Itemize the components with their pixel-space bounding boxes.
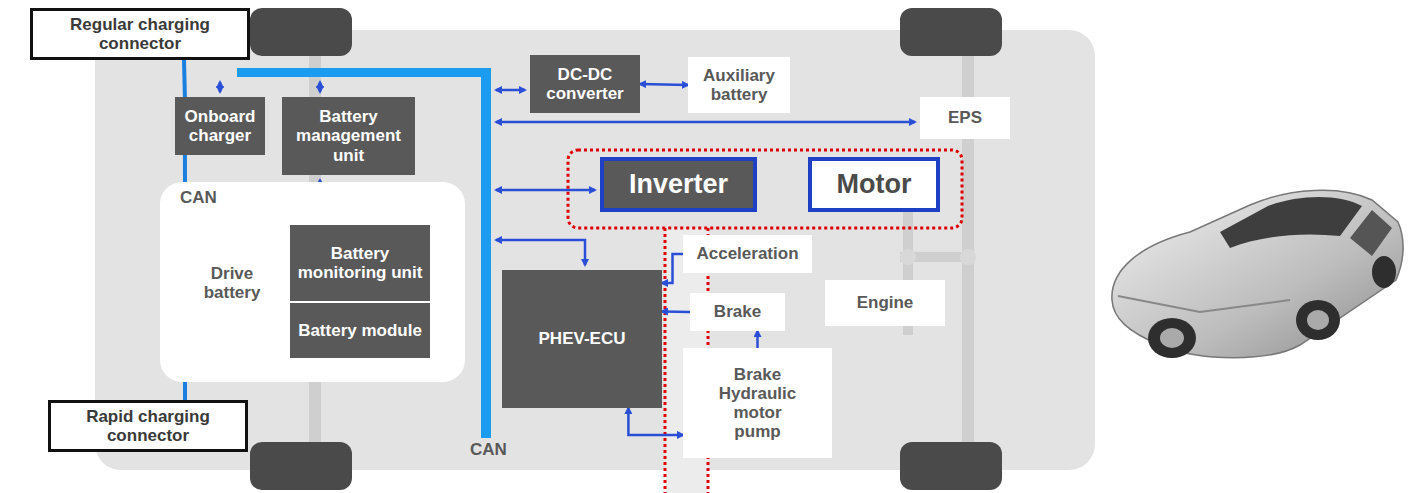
highlight-box	[568, 150, 962, 228]
node-label: DC-DC converter	[534, 65, 636, 103]
node-label: Regular charging connector	[37, 15, 243, 53]
highlight-box	[664, 228, 667, 493]
wheel	[900, 442, 1002, 490]
component-box: EPS	[920, 97, 1010, 139]
node-label: PHEV-ECU	[539, 329, 626, 348]
connector	[662, 254, 683, 283]
connector	[640, 84, 688, 85]
node-label: Auxiliary battery	[692, 66, 786, 104]
node-label: Drive battery	[182, 264, 282, 302]
wheel	[250, 8, 352, 56]
connector	[756, 331, 759, 348]
car-picture	[1112, 190, 1403, 358]
inverter-box: Inverter	[600, 157, 757, 212]
wheel	[900, 8, 1002, 56]
connector-box: Rapid charging connector	[48, 400, 248, 452]
node-label: Battery monitoring unit	[294, 244, 426, 282]
bus-label: CAN	[180, 188, 217, 208]
node-label: Motor	[837, 169, 912, 199]
connector	[628, 408, 683, 435]
node-label: Brake	[714, 302, 761, 321]
node-label: Brake Hydraulic motor pump	[711, 365, 804, 441]
component-box: Battery monitoring unit	[290, 225, 430, 301]
component-box: Auxiliary battery	[688, 57, 790, 113]
node-label: Engine	[857, 293, 914, 312]
node-label: EPS	[948, 108, 982, 127]
can-bus	[237, 68, 491, 77]
connector	[182, 60, 187, 97]
signal-box: Brake Hydraulic motor pump	[683, 348, 832, 458]
connector-box: Regular charging connector	[30, 8, 250, 60]
signal-box: Brake	[690, 293, 785, 331]
node-label: Onboard charger	[179, 107, 261, 145]
signal-box: Acceleration	[683, 235, 812, 273]
shaft-joint	[900, 249, 916, 265]
node-label: Inverter	[629, 169, 728, 199]
node-label: Rapid charging connector	[55, 407, 241, 445]
connector	[183, 155, 187, 182]
component-box: Battery module	[290, 303, 430, 358]
node-label: Battery management unit	[286, 107, 411, 164]
connector	[662, 310, 690, 313]
bus-label: CAN	[470, 440, 507, 460]
battery-pack: Drive battery Battery monitoring unitBatt…	[160, 182, 465, 382]
component-box: Battery management unit	[282, 97, 415, 175]
can-bus	[481, 68, 491, 438]
component-box: Onboard charger	[175, 97, 265, 155]
wheel	[250, 442, 352, 490]
component-box: DC-DC converter	[530, 55, 640, 113]
component-box: Engine	[825, 280, 945, 326]
motor-box: Motor	[808, 157, 940, 212]
node-label: Battery module	[298, 321, 422, 340]
shaft-joint	[960, 249, 976, 265]
node-label: Acceleration	[696, 244, 798, 263]
ecu-box: PHEV-ECU	[502, 270, 662, 408]
connector	[183, 382, 187, 400]
